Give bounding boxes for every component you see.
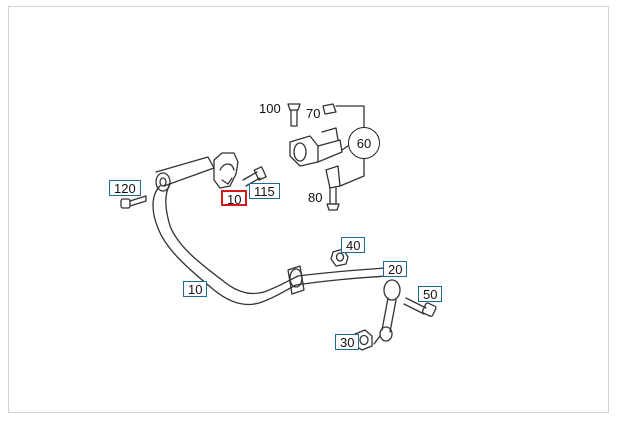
label-20[interactable]: 20 xyxy=(383,261,408,277)
label-10-selected[interactable]: 10 xyxy=(221,190,248,207)
callout-60-text: 60 xyxy=(356,135,372,151)
label-30[interactable]: 30 xyxy=(335,334,360,350)
label-70[interactable]: 70 xyxy=(306,106,321,121)
link-rod-20[interactable] xyxy=(373,279,401,345)
diagram-frame xyxy=(8,6,609,413)
bolt-100[interactable] xyxy=(287,103,301,127)
nut-70[interactable] xyxy=(322,103,337,115)
clamp-bracket[interactable] xyxy=(289,127,343,189)
bar-bushing[interactable] xyxy=(287,265,305,295)
label-40[interactable]: 40 xyxy=(341,237,366,253)
bolt-50[interactable] xyxy=(403,297,437,317)
label-50[interactable]: 50 xyxy=(418,286,443,302)
bolt-80[interactable] xyxy=(326,187,340,211)
label-80[interactable]: 80 xyxy=(308,190,323,205)
bolt-115[interactable] xyxy=(242,166,267,187)
label-100[interactable]: 100 xyxy=(259,101,281,116)
label-115[interactable]: 115 xyxy=(249,183,280,199)
callout-60[interactable]: 60 xyxy=(348,127,380,159)
label-10-bar[interactable]: 10 xyxy=(183,281,208,297)
bolt-120[interactable] xyxy=(120,195,147,209)
stabilizer-bar[interactable] xyxy=(152,156,387,306)
label-120[interactable]: 120 xyxy=(109,180,141,196)
callout-60-leaders xyxy=(335,105,365,187)
upper-bushing[interactable] xyxy=(213,152,239,189)
